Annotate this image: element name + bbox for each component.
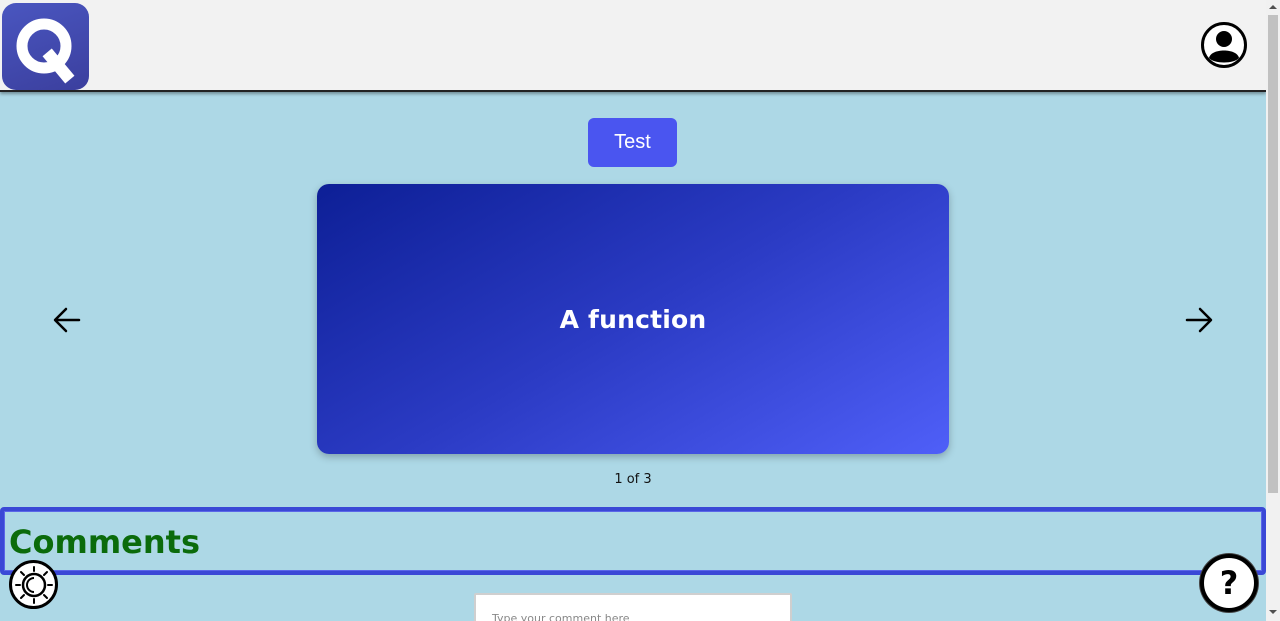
comments-title: Comments <box>9 523 200 561</box>
flashcard[interactable]: A function <box>317 184 949 454</box>
arrow-left-icon <box>53 307 81 333</box>
top-header <box>0 0 1266 92</box>
scroll-down-icon[interactable] <box>1266 605 1280 619</box>
user-avatar-icon[interactable] <box>1201 22 1247 68</box>
comments-section: Comments <box>0 507 1266 575</box>
scroll-up-icon[interactable] <box>1266 0 1280 14</box>
next-card-button[interactable] <box>1181 302 1217 338</box>
theme-toggle-icon <box>14 565 53 604</box>
flashcard-text: A function <box>559 304 707 334</box>
arrow-right-icon <box>1185 307 1213 333</box>
theme-toggle-button[interactable] <box>9 560 58 609</box>
test-button[interactable]: Test <box>588 118 677 167</box>
app-logo[interactable] <box>2 3 89 90</box>
vertical-scrollbar[interactable] <box>1266 0 1280 621</box>
previous-card-button[interactable] <box>49 302 85 338</box>
help-button[interactable]: ? <box>1200 554 1258 612</box>
logo-q-icon <box>16 18 75 84</box>
card-counter: 1 of 3 <box>614 472 652 487</box>
scrollbar-thumb[interactable] <box>1268 15 1278 493</box>
help-label: ? <box>1219 564 1239 602</box>
comment-input[interactable]: Type your comment here <box>474 593 792 621</box>
